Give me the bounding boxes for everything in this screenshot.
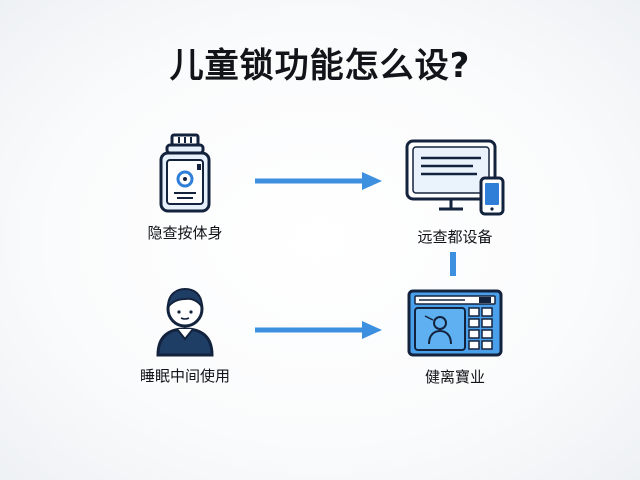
arrow-top (255, 172, 382, 190)
medicine-bottle-icon (159, 133, 211, 213)
node-bottom-left: 睡眠中间使用 (120, 283, 250, 386)
node-bottom-right: 健离寶业 (385, 288, 525, 387)
node-label-top-left: 隐查按体身 (147, 224, 223, 242)
page-title: 儿童锁功能怎么设? (169, 46, 471, 86)
node-top-left: 隐查按体身 (120, 132, 250, 243)
arrow-bottom (255, 321, 382, 339)
node-label-bottom-right: 健离寶业 (424, 368, 485, 386)
node-label-top-right: 远查都设备 (417, 228, 493, 246)
settings-panel-icon (407, 289, 503, 357)
person-icon (156, 287, 214, 357)
node-top-right: 远查都设备 (385, 138, 525, 247)
node-label-bottom-left: 睡眠中间使用 (139, 367, 230, 385)
monitor-phone-icon (405, 139, 505, 216)
